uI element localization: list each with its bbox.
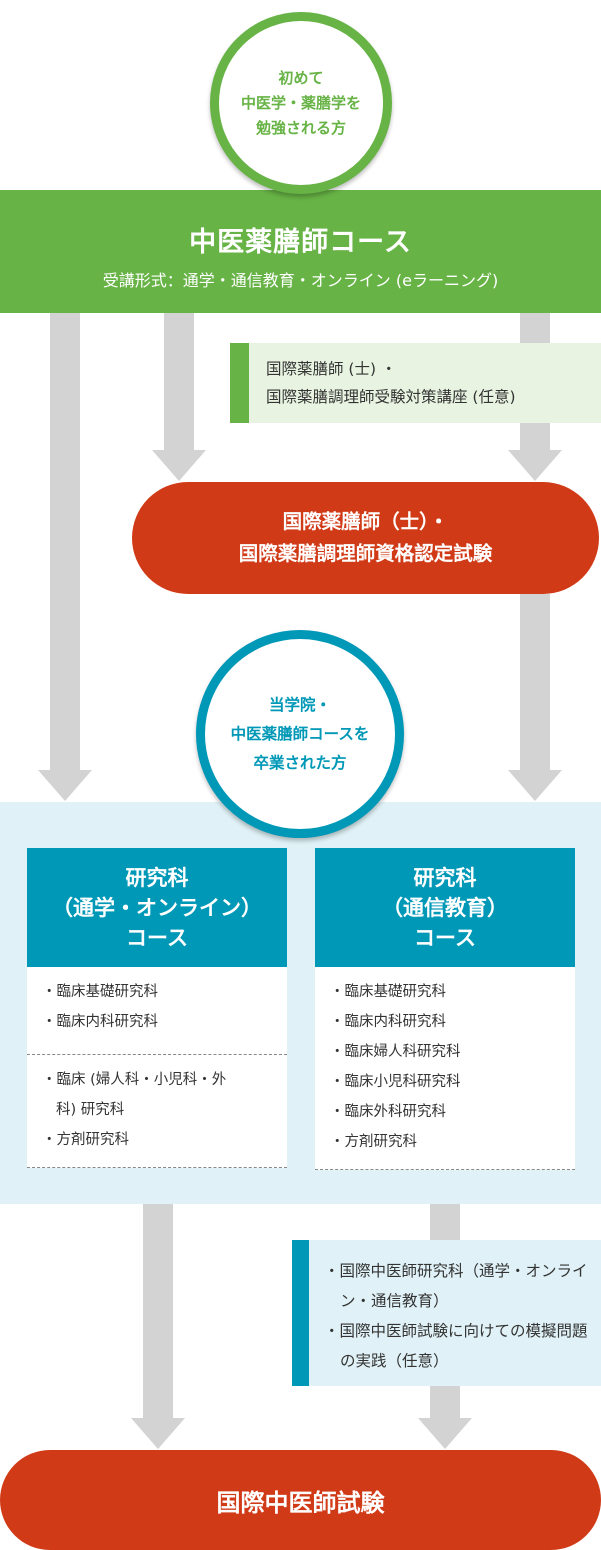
course-group: ・臨床基礎研究科 ・臨床内科研究科 ・臨床婦人科研究科 ・臨床小児科研究科 ・臨… (315, 967, 575, 1170)
course-header: 研究科 （通学・オンライン） コース (27, 848, 287, 967)
course-item: ・臨床内科研究科 (330, 1014, 446, 1030)
course-item: ・臨床基礎研究科 (42, 984, 158, 1000)
course-item: ・臨床小児科研究科 (330, 1074, 461, 1090)
certification-exam-pill: 国際薬膳師（士）・ 国際薬膳調理師資格認定試験 (132, 482, 599, 594)
intl-note-item: ・国際中医師試験に向けての模擬問題の実践（任意） (324, 1322, 588, 1370)
course-body: ・臨床基礎研究科 ・臨床内科研究科 ・臨床 (婦人科・小児科・外科) 研究科 ・… (27, 967, 287, 1168)
course-header: 研究科 （通信教育） コース (315, 848, 575, 967)
main-course-subtitle: 受講形式：通学・通信教育・オンライン (eラーニング) (102, 271, 499, 290)
start-circle: 初めて 中医学・薬膳学を 勉強される方 (210, 12, 392, 194)
course-item: ・方剤研究科 (330, 1134, 417, 1150)
prep-note-line: 国際薬膳師 (士) ・ (266, 360, 397, 378)
intl-course-note: ・国際中医師研究科（通学・オンライン・通信教育） ・国際中医師試験に向けての模擬… (292, 1240, 601, 1386)
exam-1-line: 国際薬膳調理師資格認定試験 (238, 542, 493, 565)
prep-course-note: 国際薬膳師 (士) ・ 国際薬膳調理師受験対策講座 (任意) (230, 343, 601, 423)
research-course-correspondence: 研究科 （通信教育） コース ・臨床基礎研究科 ・臨床内科研究科 ・臨床婦人科研… (315, 848, 575, 1170)
grad-circle-line: 卒業された方 (253, 753, 347, 772)
arrow-final-left-head (131, 1418, 185, 1449)
course-item: ・臨床 (婦人科・小児科・外科) 研究科 (42, 1072, 227, 1118)
course-group: ・臨床基礎研究科 ・臨床内科研究科 (27, 967, 287, 1055)
prep-note-line: 国際薬膳調理師受験対策講座 (任意) (266, 388, 516, 406)
course-title-line: （通学・オンライン） (52, 894, 262, 920)
arrow-final-right-head (418, 1418, 472, 1449)
arrow-final-left-shaft (143, 1204, 173, 1418)
arrow-right-lower-head (508, 770, 562, 801)
start-circle-line: 初めて (278, 68, 324, 87)
main-course-title: 中医薬膳師コース (189, 227, 412, 258)
course-title-line: コース (414, 924, 476, 950)
course-title-line: 研究科 (413, 864, 477, 890)
research-course-attend-online: 研究科 （通学・オンライン） コース ・臨床基礎研究科 ・臨床内科研究科 ・臨床… (27, 848, 287, 1168)
course-item: ・方剤研究科 (42, 1132, 129, 1148)
course-item: ・臨床婦人科研究科 (330, 1044, 461, 1060)
arrow-right-lower-shaft (520, 594, 550, 770)
course-title-line: （通信教育） (382, 894, 508, 920)
grad-circle-line: 中医薬膳師コースを (230, 724, 370, 743)
course-item: ・臨床内科研究科 (42, 1014, 158, 1030)
course-group: ・臨床 (婦人科・小児科・外科) 研究科 ・方剤研究科 (27, 1055, 287, 1168)
course-item: ・臨床外科研究科 (330, 1104, 446, 1120)
course-title-line: コース (126, 924, 188, 950)
start-circle-line: 中医学・薬膳学を (240, 93, 361, 112)
graduate-circle: 当学院・ 中医薬膳師コースを 卒業された方 (196, 630, 404, 838)
course-body: ・臨床基礎研究科 ・臨床内科研究科 ・臨床婦人科研究科 ・臨床小児科研究科 ・臨… (315, 967, 575, 1170)
arrow-to-exam1-left-head (152, 450, 206, 481)
grad-circle-line: 当学院・ (268, 695, 331, 714)
main-course-banner: 中医薬膳師コース 受講形式：通学・通信教育・オンライン (eラーニング) (0, 190, 601, 313)
final-exam-title: 国際中医師試験 (216, 1487, 385, 1517)
course-item: ・臨床基礎研究科 (330, 984, 446, 1000)
arrow-left-long-head (38, 770, 92, 801)
final-exam-pill: 国際中医師試験 (0, 1450, 601, 1550)
exam-1-line: 国際薬膳師（士）・ (282, 510, 449, 533)
course-title-line: 研究科 (125, 864, 189, 890)
arrow-to-exam1-left-shaft (164, 313, 194, 451)
arrow-to-exam1-right-head (508, 450, 562, 481)
intl-note-item: ・国際中医師研究科（通学・オンライン・通信教育） (324, 1262, 588, 1310)
arrow-left-long-shaft (50, 313, 80, 770)
start-circle-line: 勉強される方 (255, 118, 346, 137)
